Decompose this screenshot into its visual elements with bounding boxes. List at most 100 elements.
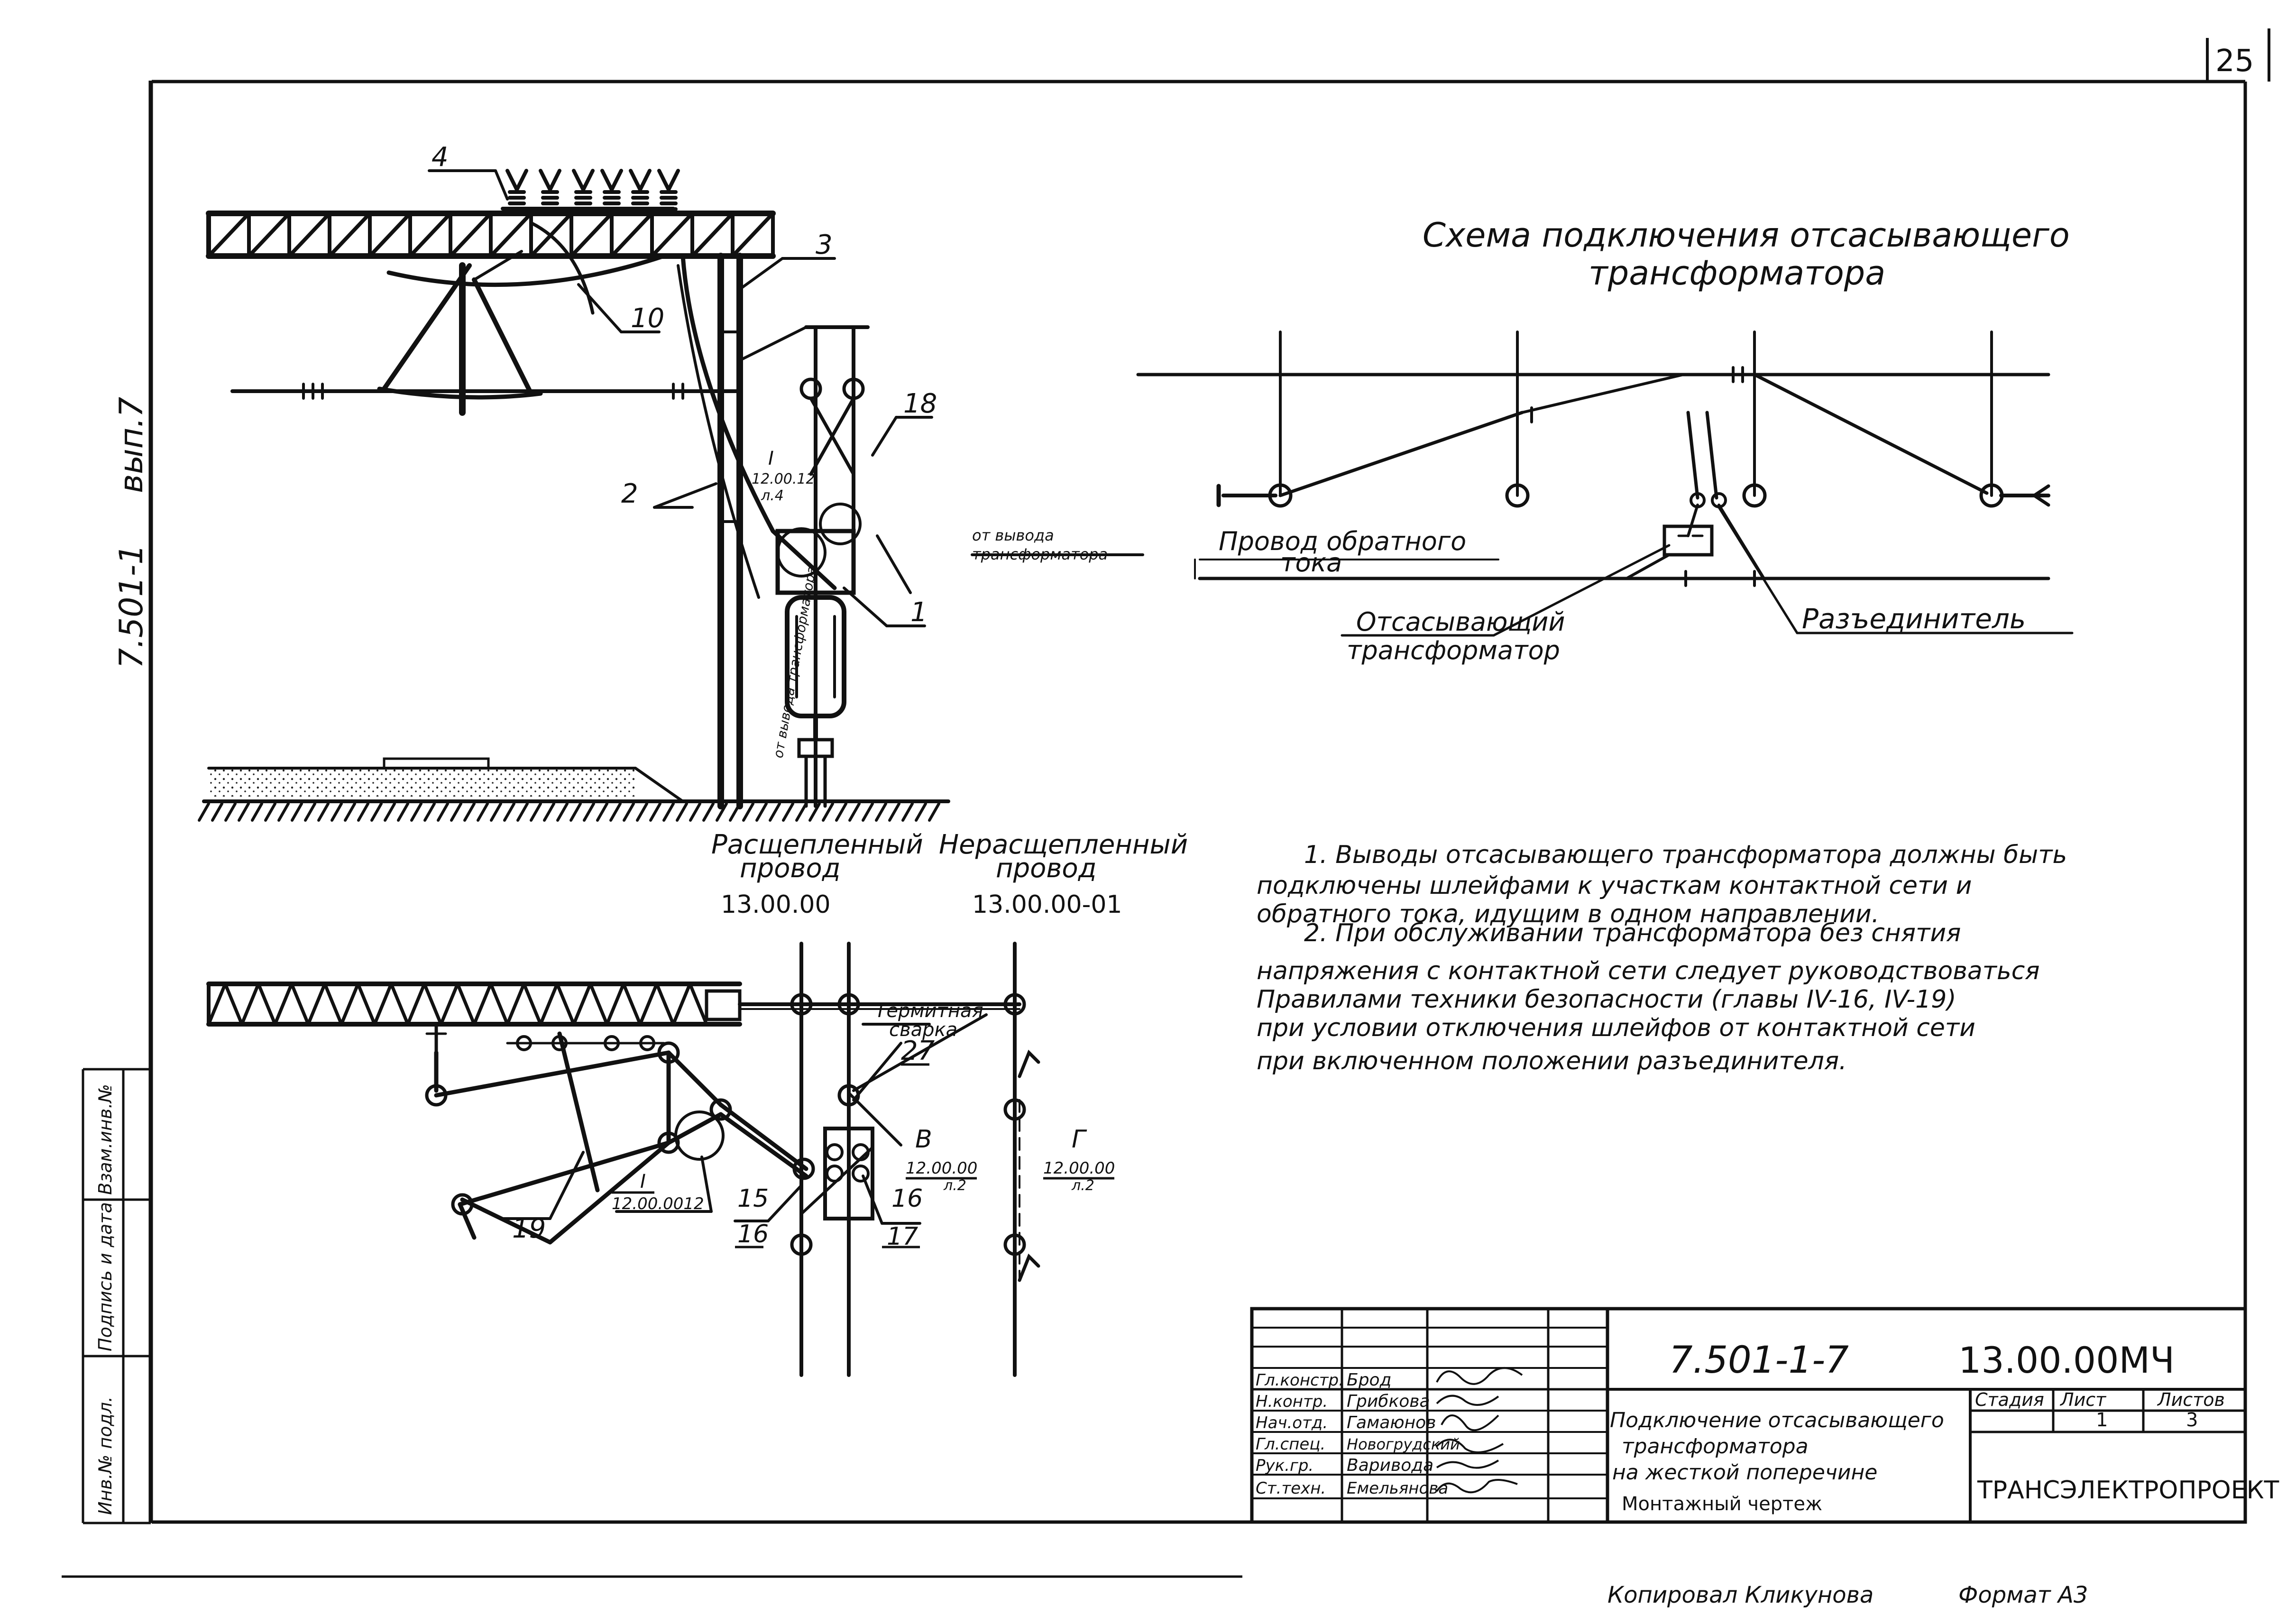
truss-diagonal xyxy=(247,211,291,258)
plan-truss-diagonal xyxy=(472,982,493,1026)
plan-truss-diagonal xyxy=(290,982,310,1026)
plan-arms xyxy=(434,1031,808,1245)
footer-copied: Копировал Кликунова xyxy=(1607,1582,1874,1608)
plan-truss-diagonal xyxy=(422,982,443,1026)
plan-truss-diagonal xyxy=(306,982,327,1026)
footer-format: Формат А3 xyxy=(1958,1582,2088,1608)
ground-hatch-stroke xyxy=(304,802,316,822)
detail-g-ref: 12.00.00 xyxy=(1043,1159,1115,1178)
truss-diagonal xyxy=(287,211,331,258)
insulator-cap xyxy=(657,169,670,192)
plan-view xyxy=(206,942,1040,1377)
signature-marks xyxy=(1436,1367,1523,1494)
schema-title-2: трансформатора xyxy=(1589,254,1885,293)
ground-hatch-stroke xyxy=(450,802,462,822)
ground-hatch-stroke xyxy=(410,802,422,822)
ground-hatch-stroke xyxy=(238,802,250,822)
ground-hatch-stroke xyxy=(331,802,343,822)
ground-hatch-stroke xyxy=(556,802,569,822)
insulator-cap xyxy=(629,169,642,192)
tb-doc-number: 7.501-1-7 xyxy=(1669,1339,1849,1382)
plan-truss-diagonal xyxy=(373,982,393,1026)
note-line-7: при условии отключения шлейфов от контак… xyxy=(1257,1014,1975,1042)
plan-truss-diagonal xyxy=(622,982,642,1026)
callout-4: 4 xyxy=(432,142,449,173)
tb-staff-role: Гл.констр. xyxy=(1256,1371,1344,1390)
truss-diagonal xyxy=(207,211,251,258)
thermite-2: сварка xyxy=(889,1019,957,1041)
ground-hatch-stroke xyxy=(848,802,861,822)
ground-hatch-stroke xyxy=(423,802,436,822)
ground-hatch-stroke xyxy=(277,802,290,822)
ground-hatch-stroke xyxy=(198,802,210,822)
callout-16-left: 16 xyxy=(737,1220,769,1248)
tb-sheet-value: 1 xyxy=(2096,1409,2108,1431)
nonsplit-wire-2: провод xyxy=(996,853,1096,884)
schema-transformer-2: трансформатор xyxy=(1347,635,1560,665)
ground-hatch-stroke xyxy=(463,802,476,822)
schema-transformer-1: Отсасывающий xyxy=(1356,607,1565,637)
ground-hatch xyxy=(198,802,940,822)
ground-hatch-stroke xyxy=(755,802,768,822)
insulator-cap xyxy=(667,169,680,192)
insulator-cap xyxy=(581,169,595,192)
ground-hatch-stroke xyxy=(569,802,582,822)
tb-staff-name: Брод xyxy=(1347,1370,1391,1390)
detail-mark-sheet: л.4 xyxy=(761,487,784,504)
tb-staff-role: Рук.гр. xyxy=(1256,1456,1313,1475)
plan-truss-diagonal xyxy=(588,982,609,1026)
ground-hatch-stroke xyxy=(676,802,688,822)
ground-hatch-stroke xyxy=(782,802,794,822)
tb-staff-role: Ст.техн. xyxy=(1256,1479,1326,1498)
plan-truss-diagonal xyxy=(356,982,377,1026)
ground-hatch-stroke xyxy=(769,802,781,822)
nonsplit-wire-code: 13.00.00-01 xyxy=(972,890,1122,919)
ground-hatch-stroke xyxy=(808,802,821,822)
ground xyxy=(202,757,950,803)
tb-header-stage: Стадия xyxy=(1975,1389,2044,1410)
ground-hatch-stroke xyxy=(915,802,927,822)
ground-hatch-stroke xyxy=(716,802,728,822)
callout-27: 27 xyxy=(901,1036,935,1066)
truss-diagonal xyxy=(690,211,735,258)
notes: 1. Выводы отсасывающего трансформатора д… xyxy=(1257,841,2067,1075)
ground-hatch-stroke xyxy=(344,802,356,822)
schema-return-wire-2: тока xyxy=(1280,548,1342,578)
insulator-cap xyxy=(505,169,519,192)
elevation-view xyxy=(198,169,1144,822)
ground-hatch-stroke xyxy=(729,802,741,822)
truss-diagonal xyxy=(368,211,412,258)
note-line-5: напряжения с контактной сети следует рук… xyxy=(1257,957,2040,985)
tb-title-1: Подключение отсасывающего xyxy=(1610,1408,1944,1432)
ground-hatch-stroke xyxy=(224,802,237,822)
ground-hatch-stroke xyxy=(835,802,847,822)
callout-underlines xyxy=(612,1063,1114,1248)
ground-hatch-stroke xyxy=(357,802,369,822)
ground-hatch-stroke xyxy=(662,802,675,822)
insulator-cap xyxy=(572,169,585,192)
issue-vertical: вып.7 xyxy=(113,397,150,493)
ground-hatch-stroke xyxy=(862,802,874,822)
callout-1: 1 xyxy=(910,597,928,628)
schema-return-wire-1: Провод обратного xyxy=(1219,526,1466,556)
tb-staff-role: Нач.отд. xyxy=(1256,1413,1328,1432)
ground-hatch-stroke xyxy=(623,802,635,822)
split-wire-code: 13.00.00 xyxy=(721,890,831,919)
insulator-cap xyxy=(539,169,552,192)
tb-drawing-code: 13.00.00МЧ xyxy=(1958,1339,2175,1381)
tb-title-3: на жесткой поперечине xyxy=(1612,1460,1877,1485)
tb-header-sheet: Лист xyxy=(2059,1389,2107,1410)
sheet-frame xyxy=(148,28,2270,1524)
split-wire-2: провод xyxy=(740,853,840,884)
truss-diagonal xyxy=(650,211,694,258)
ground-hatch-stroke xyxy=(211,802,223,822)
schema-title-1: Схема подключения отсасывающего xyxy=(1423,216,2070,255)
plan-truss-diagonal xyxy=(389,982,410,1026)
ground-hatch-stroke xyxy=(822,802,834,822)
from-terminal-1: от вывода xyxy=(972,526,1054,544)
detail-mark-i: I xyxy=(768,448,774,469)
plan-truss-diagonal xyxy=(489,982,509,1026)
note-line-8: при включенном положении разъединителя. xyxy=(1257,1047,1847,1075)
ground-hatch-stroke xyxy=(742,802,754,822)
plan-truss-diagonal xyxy=(323,982,343,1026)
